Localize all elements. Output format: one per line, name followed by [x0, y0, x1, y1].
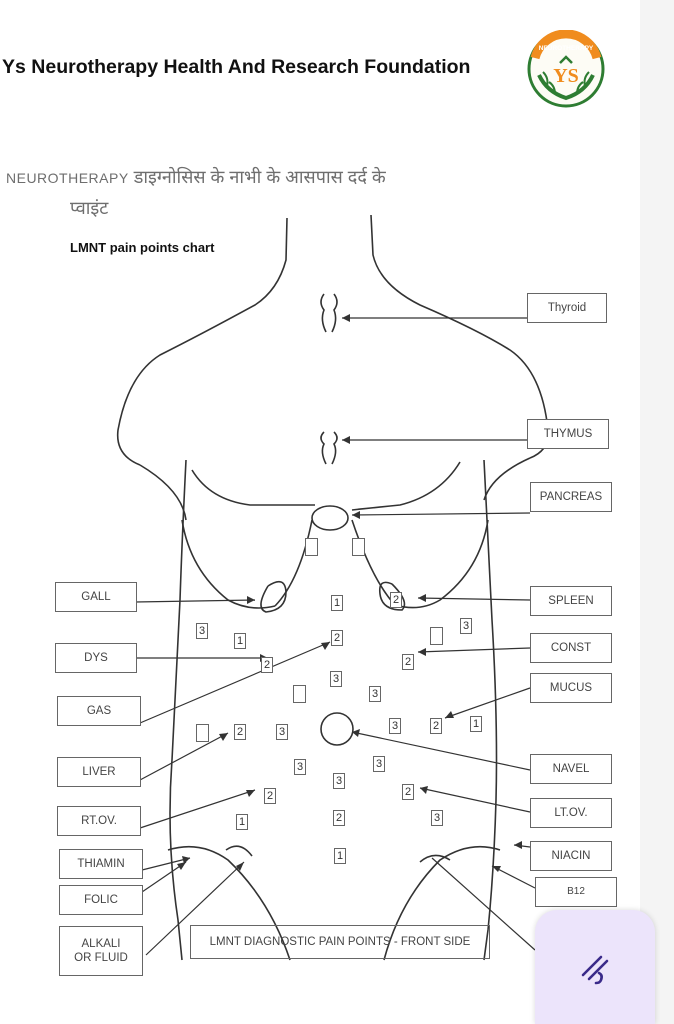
- pain-point-empty: [430, 627, 443, 645]
- page-edge: [640, 0, 674, 1024]
- pain-point-empty: [352, 538, 365, 556]
- label-gall: GALL: [55, 582, 137, 612]
- pain-point-empty: [305, 538, 318, 556]
- diagram-title: NEUROTHERAPY डाइग्नोसिस के नाभी के आसपास…: [6, 162, 506, 223]
- pain-point: 2: [331, 630, 343, 646]
- label-or-fluid: OR FLUID: [74, 952, 128, 964]
- pain-point: 3: [460, 618, 472, 634]
- label-alkali-or-fluid: ALKALI OR FLUID: [59, 926, 143, 976]
- label-mucus: MUCUS: [530, 673, 612, 703]
- label-niacin: NIACIN: [530, 841, 612, 871]
- label-lt-ov: LT.OV.: [530, 798, 612, 828]
- label-const: CONST: [530, 633, 612, 663]
- label-rt-ov: RT.OV.: [57, 806, 141, 836]
- pain-point: 3: [330, 671, 342, 687]
- label-alkali: ALKALI: [81, 938, 121, 950]
- pain-point: 2: [261, 657, 273, 673]
- pain-point: 2: [234, 724, 246, 740]
- label-b12: B12: [535, 877, 617, 907]
- pain-point: 2: [430, 718, 442, 734]
- diagram-title-hindi: डाइग्नोसिस के नाभी के आसपास दर्द के: [133, 167, 386, 187]
- label-dys: DYS: [55, 643, 137, 673]
- page-title: Ys Neurotherapy Health And Research Foun…: [2, 56, 471, 78]
- pain-point: 3: [196, 623, 208, 639]
- pain-point: 3: [369, 686, 381, 702]
- pain-point: 3: [431, 810, 443, 826]
- pain-point: 1: [470, 716, 482, 732]
- label-spleen: SPLEEN: [530, 586, 612, 616]
- label-navel: NAVEL: [530, 754, 612, 784]
- pain-point: 1: [331, 595, 343, 611]
- pain-point: 1: [234, 633, 246, 649]
- edit-pen-icon: [581, 955, 609, 985]
- pain-point: 2: [333, 810, 345, 826]
- logo-text: NEUROTHERAPY: [539, 45, 594, 52]
- pain-point: 3: [294, 759, 306, 775]
- pain-point: 2: [402, 654, 414, 670]
- label-folic: FOLIC: [59, 885, 143, 915]
- foundation-logo: NEUROTHERAPY YS: [527, 30, 605, 108]
- label-liver: LIVER: [57, 757, 141, 787]
- label-gas: GAS: [57, 696, 141, 726]
- pain-point: 3: [333, 773, 345, 789]
- pain-point: 3: [276, 724, 288, 740]
- diagram-caption: LMNT DIAGNOSTIC PAIN POINTS - FRONT SIDE: [190, 925, 490, 959]
- label-thyroid: Thyroid: [527, 293, 607, 323]
- diagram-title-hindi-2: प्वाइंट: [70, 198, 109, 218]
- pain-point: 3: [373, 756, 385, 772]
- pain-point: 3: [389, 718, 401, 734]
- pain-point: 2: [402, 784, 414, 800]
- label-thymus: THYMUS: [527, 419, 609, 449]
- pain-point-empty: [293, 685, 306, 703]
- pain-point: 1: [334, 848, 346, 864]
- pain-point: 1: [236, 814, 248, 830]
- chart-subtitle: LMNT pain points chart: [70, 240, 215, 255]
- pain-point: 2: [264, 788, 276, 804]
- pain-point: 2: [390, 592, 402, 608]
- pain-point-empty: [196, 724, 209, 742]
- label-pancreas: PANCREAS: [530, 482, 612, 512]
- label-thiamin: THIAMIN: [59, 849, 143, 879]
- logo-letters: YS: [553, 65, 579, 87]
- diagram-title-latin: NEUROTHERAPY: [6, 170, 129, 186]
- edit-fab-button[interactable]: [535, 910, 655, 1024]
